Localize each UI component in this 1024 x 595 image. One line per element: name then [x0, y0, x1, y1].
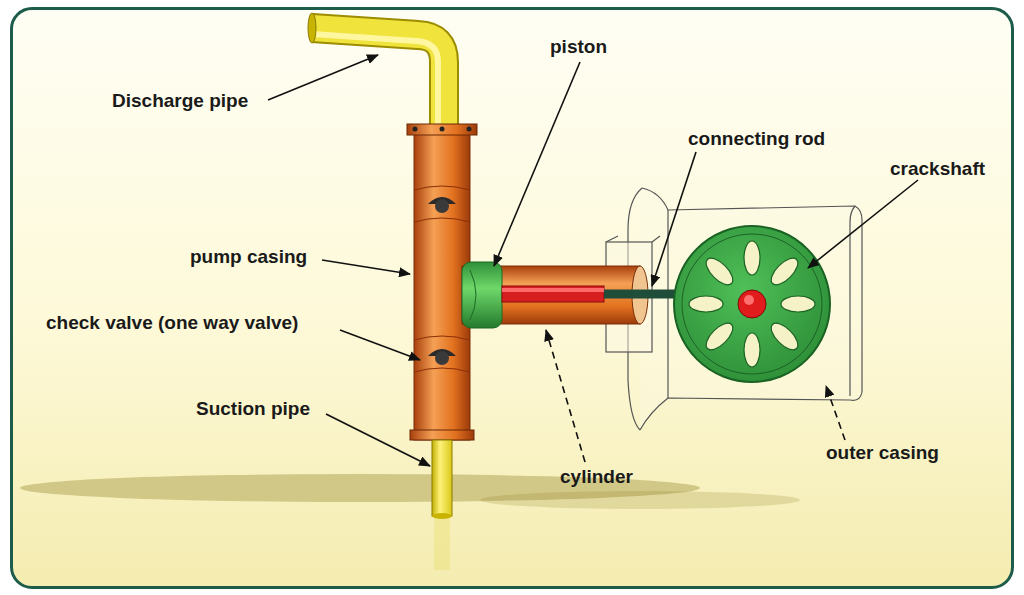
outer-casing	[606, 188, 862, 430]
part-label: piston	[550, 36, 607, 58]
part-label: outer casing	[826, 442, 939, 464]
part-label: pump casing	[190, 246, 307, 268]
suction-pipe	[432, 440, 452, 519]
part-label: Suction pipe	[196, 398, 310, 420]
part-label: connecting rod	[688, 128, 825, 150]
ground-shadow	[20, 474, 800, 570]
check-valve	[428, 197, 456, 365]
part-label: Discharge pipe	[112, 90, 248, 112]
part-label: crackshaft	[890, 158, 985, 180]
leader-lines	[268, 55, 918, 466]
discharge-pipe	[308, 13, 444, 132]
part-label: cylinder	[560, 466, 633, 488]
crankshaft-wheel	[674, 226, 830, 382]
part-label: check valve (one way valve)	[46, 312, 298, 334]
